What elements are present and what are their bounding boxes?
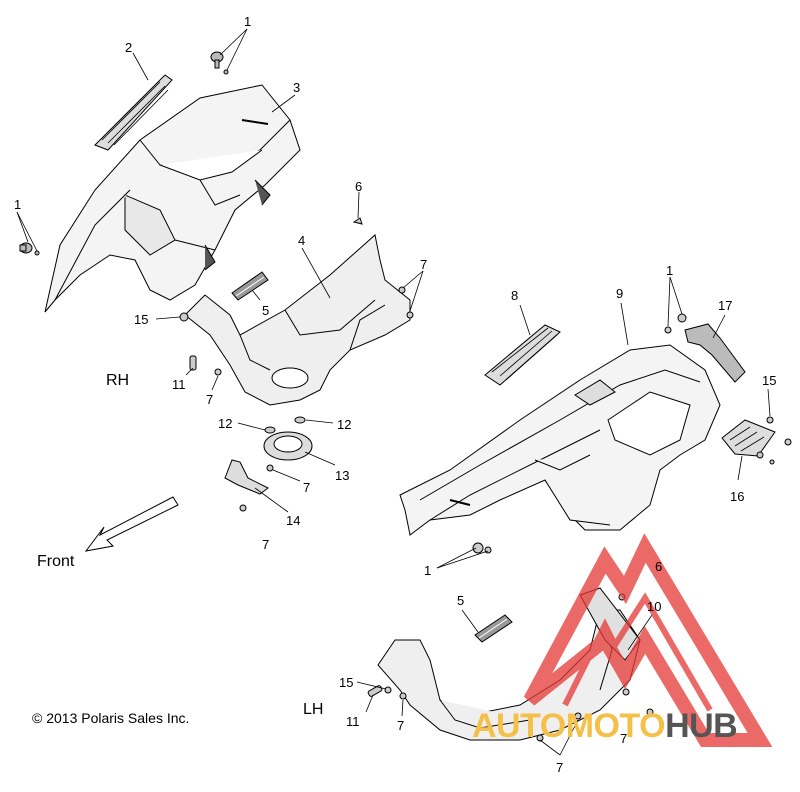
callout-7: 7	[262, 537, 270, 552]
callout-7: 7	[556, 760, 564, 775]
callout-7: 7	[206, 392, 214, 407]
watermark-triangle	[523, 533, 773, 747]
watermark-part2: HUB	[665, 707, 738, 745]
callout-7: 7	[620, 731, 628, 746]
callout-17: 17	[718, 298, 733, 313]
vent-part-16	[721, 419, 776, 457]
rh-upper-shroud	[44, 84, 301, 313]
rh-vent-part-2	[94, 74, 173, 151]
callout-13: 13	[335, 468, 350, 483]
speaker-ring-part-13	[263, 431, 313, 461]
callout-7: 7	[420, 257, 428, 272]
callout-4: 4	[298, 233, 306, 248]
rh-lower-panel	[184, 234, 411, 406]
callout-16: 16	[730, 489, 745, 504]
callout-6: 6	[655, 559, 663, 574]
callout-5: 5	[262, 303, 270, 318]
callout-7: 7	[303, 480, 311, 495]
callout-9: 9	[616, 286, 624, 301]
callout-3: 3	[293, 80, 301, 95]
watermark-part1: AUTOMOTO	[472, 707, 666, 745]
callout-5: 5	[457, 593, 465, 608]
rh-label: RH	[106, 372, 130, 389]
callout-12: 12	[218, 416, 233, 431]
callout-10: 10	[647, 599, 662, 614]
leader-lines	[16, 28, 771, 756]
callout-11: 11	[172, 377, 186, 392]
lh-upper-shroud	[399, 344, 721, 536]
callout-11: 11	[346, 714, 360, 729]
callout-12: 12	[337, 417, 352, 432]
callout-2: 2	[125, 40, 133, 55]
callout-1: 1	[14, 197, 22, 212]
front-arrow	[84, 496, 179, 552]
callout-1: 1	[244, 14, 252, 29]
callout-1: 1	[424, 563, 432, 578]
lh-hardware	[472, 313, 792, 554]
callout-7: 7	[397, 718, 405, 733]
trim-part-17	[684, 323, 746, 383]
callout-15: 15	[134, 312, 149, 327]
lh-label: LH	[303, 701, 324, 718]
rh-hardware	[179, 217, 414, 512]
callout-15: 15	[762, 373, 777, 388]
front-label: Front	[37, 553, 75, 570]
callout-14: 14	[286, 513, 301, 528]
watermark-brand: AUTOMOTOHUB	[472, 707, 738, 746]
lh-handle-part-5	[474, 614, 513, 643]
rh-handle-part-5	[231, 271, 269, 301]
callout-1: 1	[666, 263, 674, 278]
copyright-text: © 2013 Polaris Sales Inc.	[32, 710, 190, 726]
lh-vent-part-8	[484, 324, 561, 386]
callout-8: 8	[511, 288, 519, 303]
callout-15: 15	[339, 675, 354, 690]
callout-6: 6	[355, 179, 363, 194]
bracket-part-14	[224, 459, 269, 495]
